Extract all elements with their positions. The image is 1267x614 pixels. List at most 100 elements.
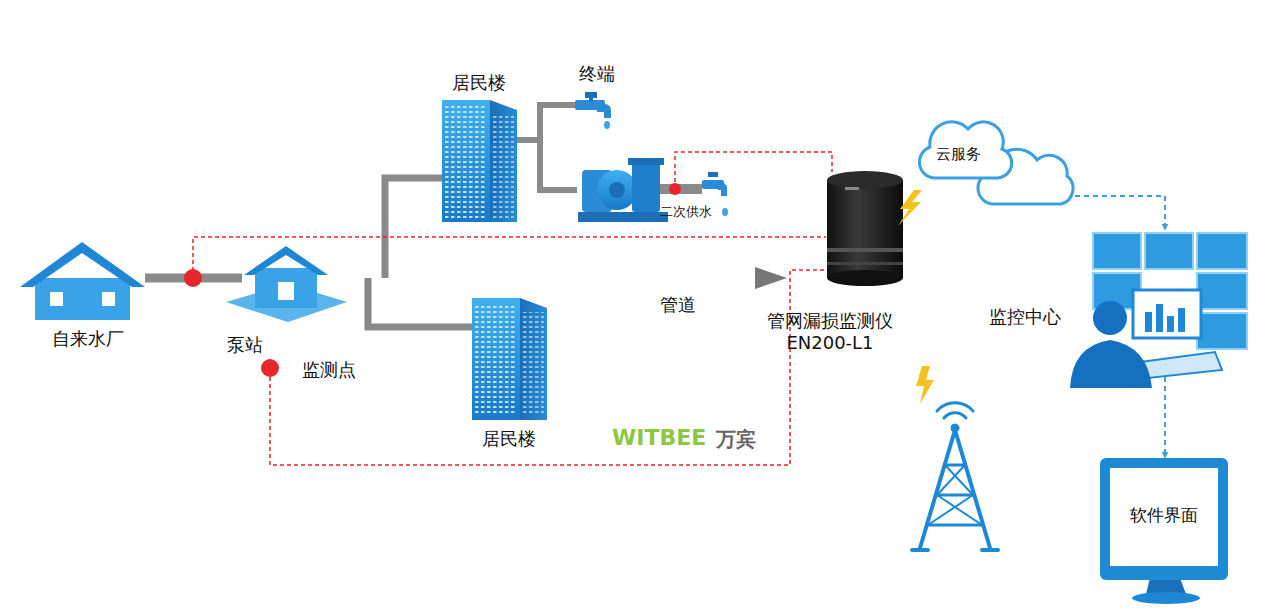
icon-area (575, 90, 617, 130)
node-label: 软件界面 (1130, 505, 1198, 525)
cloud-icon (919, 122, 1073, 204)
pump-icon (628, 158, 664, 165)
pump-icon (660, 184, 702, 194)
computer-monitor (1110, 468, 1218, 566)
pipe-label: 管道 (660, 294, 696, 316)
pump-icon (632, 163, 660, 212)
monitor-device (827, 171, 903, 189)
monitor-device (827, 171, 903, 286)
building-icon (490, 100, 517, 222)
connector (270, 270, 827, 465)
connector (517, 140, 577, 190)
building-icon (523, 312, 544, 416)
signal-bolt (916, 366, 934, 404)
signal-tower (928, 465, 982, 525)
software-ui: 软件界面 (1098, 455, 1230, 605)
monitoring-point: 监测点 (256, 354, 371, 384)
terminal-tap: 终端 (566, 61, 626, 134)
icon-area (827, 172, 903, 285)
signal-tower (928, 465, 982, 525)
leak-monitor: 管网漏损监测仪 EN200-L1 (735, 168, 925, 363)
monitoring-line (261, 359, 279, 377)
icon-area (20, 240, 145, 320)
node-label: 终端 (579, 63, 615, 85)
house-icon (35, 278, 130, 320)
faucet-icon (589, 96, 593, 101)
monitor-wall (1140, 352, 1222, 378)
monitor-device (827, 180, 903, 278)
computer-monitor (1132, 592, 1200, 604)
monitor-wall (1093, 233, 1141, 269)
node-label: 管网漏损监测仪 EN200-L1 (755, 310, 905, 353)
building-icon (472, 298, 547, 420)
faucet-icon (575, 92, 611, 129)
main-pipe (325, 274, 762, 283)
signal-tower (912, 403, 998, 550)
monitor-wall (1133, 290, 1201, 338)
pump-station-icon (226, 246, 347, 322)
pump-icon (609, 182, 625, 198)
monitor-device (827, 262, 903, 265)
monitor-wall (1156, 304, 1163, 332)
building-icon (442, 100, 517, 222)
pump-icon (722, 208, 728, 216)
connector (675, 152, 832, 172)
building-icon (475, 304, 517, 416)
building-icon (472, 298, 520, 420)
signal-tower (912, 548, 998, 552)
water-plant: 自来水厂 (15, 238, 155, 358)
node-label: 自来水厂 (52, 328, 124, 350)
monitoring-line (184, 269, 202, 287)
node-label: 监测点 (302, 359, 356, 381)
icon-area (470, 296, 548, 420)
monitor-wall (1070, 340, 1152, 388)
monitor-wall (1197, 233, 1247, 269)
main-pipe (755, 267, 787, 289)
signal-bolt (898, 190, 934, 404)
cloud-icon (919, 122, 1011, 178)
icon-area (1092, 230, 1250, 377)
monitoring-line (184, 162, 826, 377)
pump-station-icon (278, 282, 294, 300)
monitor-wall (1167, 316, 1174, 332)
monitor-wall (1145, 312, 1152, 332)
main-pipe (385, 178, 446, 278)
main-pipe (325, 178, 787, 327)
connector (1075, 196, 1165, 230)
icon-area (232, 246, 340, 322)
monitor-wall (1145, 233, 1193, 269)
node-label: 居民楼 (452, 72, 506, 94)
signal-tower (937, 403, 973, 418)
monitor-device (827, 248, 903, 252)
node-label: 居民楼 (482, 428, 536, 450)
monitor-wall (1197, 273, 1247, 309)
pump-icon (578, 212, 668, 222)
pump-station: 泵站 (215, 240, 350, 360)
faucet-icon (604, 121, 610, 129)
monitor-device (827, 270, 903, 286)
signal-tower (951, 424, 959, 432)
icon-area (261, 359, 279, 377)
computer-monitor (1146, 578, 1186, 594)
building-icon (442, 100, 490, 222)
watermark: WITBEE (612, 425, 706, 451)
residential-building: 居民楼 (465, 292, 555, 457)
main-pipe (368, 278, 474, 327)
pump-icon (578, 158, 728, 222)
pump-station-icon (244, 246, 328, 275)
faucet-icon (597, 104, 611, 118)
pump-station-icon (255, 268, 317, 308)
computer-monitor (1100, 458, 1228, 604)
building-icon (520, 298, 547, 420)
building-icon (493, 114, 514, 218)
computer-monitor (1100, 458, 1228, 580)
monitoring-center: 监控中心 (980, 228, 1255, 390)
watermark: 万宾 (716, 427, 756, 451)
icon-area (442, 100, 517, 222)
monitor-device (845, 187, 859, 190)
node-label: 泵站 (227, 334, 263, 356)
signal-bolt (898, 190, 922, 226)
connector (517, 105, 575, 140)
